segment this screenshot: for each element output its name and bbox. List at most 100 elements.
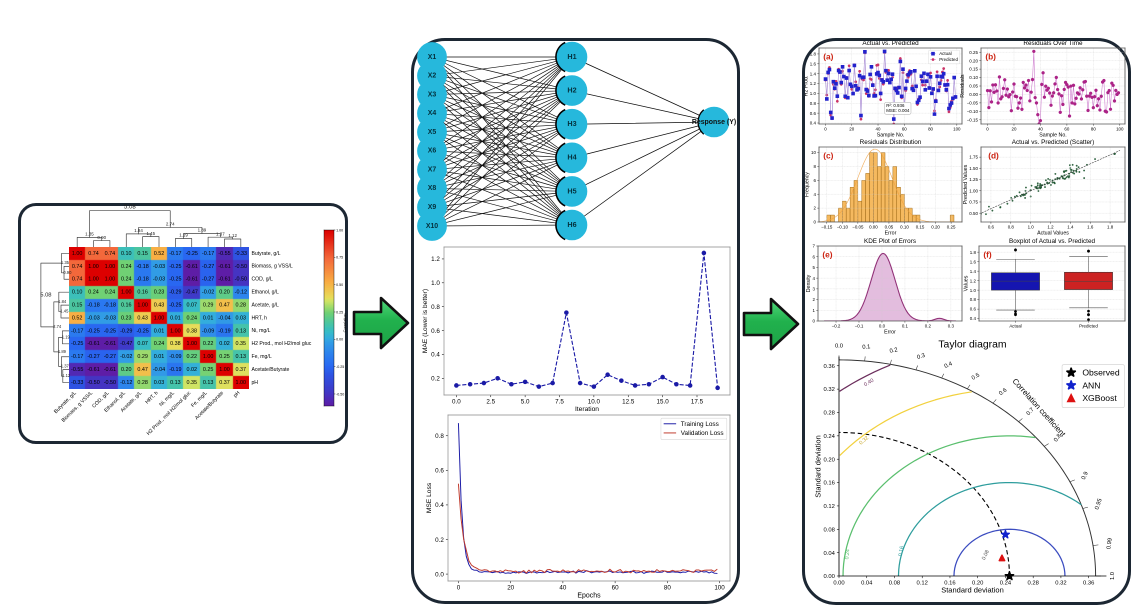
svg-text:0.4: 0.4 — [944, 361, 955, 370]
svg-text:1.75: 1.75 — [969, 155, 978, 160]
svg-text:0.36: 0.36 — [1083, 580, 1094, 586]
svg-text:0.37: 0.37 — [219, 380, 230, 386]
svg-text:0.07: 0.07 — [137, 341, 148, 347]
svg-text:1.35: 1.35 — [61, 260, 70, 265]
svg-text:0.20: 0.20 — [931, 224, 940, 229]
svg-text:0.6: 0.6 — [810, 111, 817, 116]
svg-text:Predicted: Predicted — [939, 57, 958, 62]
svg-text:HRT, h: HRT, h — [251, 315, 267, 321]
svg-text:0.9: 0.9 — [1081, 471, 1090, 481]
svg-text:X7: X7 — [428, 166, 437, 173]
svg-text:2.5: 2.5 — [486, 399, 495, 406]
svg-text:ANN: ANN — [1082, 380, 1100, 390]
svg-text:0.10: 0.10 — [72, 290, 83, 296]
svg-text:4: 4 — [813, 192, 816, 197]
svg-text:-0.27: -0.27 — [87, 354, 99, 360]
svg-text:1.2: 1.2 — [431, 256, 440, 263]
svg-text:-0.50: -0.50 — [235, 264, 247, 270]
svg-text:0.01: 0.01 — [154, 328, 165, 334]
svg-text:0.10: 0.10 — [121, 251, 132, 257]
svg-text:H1: H1 — [567, 52, 576, 61]
svg-text:6: 6 — [812, 254, 815, 259]
svg-text:-0.18: -0.18 — [136, 277, 148, 283]
svg-text:Ni, mg/L: Ni, mg/L — [251, 328, 270, 334]
svg-text:12.5: 12.5 — [622, 399, 635, 406]
svg-text:X3: X3 — [428, 91, 437, 98]
svg-text:10.0: 10.0 — [588, 399, 601, 406]
svg-text:40: 40 — [1038, 126, 1043, 131]
svg-text:0.2: 0.2 — [435, 537, 444, 544]
svg-text:0.12: 0.12 — [823, 504, 834, 510]
svg-text:Actual: Actual — [939, 51, 951, 56]
svg-text:-0.61: -0.61 — [186, 264, 198, 270]
svg-text:1.00: 1.00 — [105, 264, 116, 270]
svg-text:60: 60 — [612, 585, 619, 592]
svg-text:0.00: 0.00 — [869, 224, 878, 229]
svg-text:0.0: 0.0 — [835, 343, 844, 349]
svg-text:0.4: 0.4 — [810, 121, 817, 126]
svg-text:0.99: 0.99 — [1106, 538, 1114, 550]
svg-text:1: 1 — [812, 308, 815, 313]
svg-text:0.01: 0.01 — [170, 315, 181, 321]
svg-text:1.45: 1.45 — [146, 231, 155, 236]
svg-text:0.36: 0.36 — [823, 364, 834, 370]
svg-text:1.25: 1.25 — [969, 177, 978, 182]
svg-text:0.22: 0.22 — [186, 354, 197, 360]
svg-text:H4: H4 — [567, 153, 576, 162]
svg-text:0.47: 0.47 — [219, 302, 230, 308]
svg-text:Boxplot of Actual vs. Predicte: Boxplot of Actual vs. Predicted — [1009, 238, 1096, 245]
svg-text:100: 100 — [714, 585, 725, 592]
svg-text:0.8: 0.8 — [810, 101, 817, 106]
svg-text:-0.25: -0.25 — [186, 251, 198, 257]
svg-text:X8: X8 — [428, 185, 437, 192]
svg-text:0.0: 0.0 — [879, 323, 886, 328]
svg-text:0.90: 0.90 — [63, 270, 72, 275]
svg-text:-0.17: -0.17 — [202, 251, 214, 257]
svg-text:-0.17: -0.17 — [71, 354, 83, 360]
svg-text:Acetate/Butyrate: Acetate/Butyrate — [251, 367, 289, 373]
svg-text:0.24: 0.24 — [121, 264, 132, 270]
svg-text:20: 20 — [1012, 126, 1017, 131]
svg-text:-0.33: -0.33 — [235, 251, 247, 257]
svg-text:1.00: 1.00 — [336, 228, 343, 232]
svg-text:0.3: 0.3 — [916, 353, 926, 361]
svg-text:1.4: 1.4 — [810, 71, 817, 76]
svg-text:5.08: 5.08 — [124, 204, 136, 211]
svg-text:0.24: 0.24 — [105, 290, 116, 296]
svg-text:1.8: 1.8 — [970, 250, 977, 255]
svg-text:1.8: 1.8 — [810, 52, 817, 57]
svg-text:0.75: 0.75 — [969, 200, 978, 205]
svg-text:-0.47: -0.47 — [186, 290, 198, 296]
svg-text:1.50: 1.50 — [969, 166, 978, 171]
svg-text:0.08: 0.08 — [823, 527, 834, 533]
svg-text:MAE (Lower is better): MAE (Lower is better) — [422, 289, 429, 353]
svg-text:2.74: 2.74 — [53, 324, 62, 329]
svg-text:1.00: 1.00 — [137, 302, 148, 308]
svg-text:Predicted Values: Predicted Values — [963, 164, 969, 204]
svg-text:1.00: 1.00 — [105, 277, 116, 283]
svg-text:Sample No.: Sample No. — [877, 132, 905, 138]
svg-text:Sample No.: Sample No. — [1039, 132, 1067, 138]
svg-text:0.2: 0.2 — [889, 347, 898, 355]
svg-text:0.1: 0.1 — [902, 323, 909, 328]
svg-text:100: 100 — [953, 126, 961, 131]
svg-text:0.03: 0.03 — [154, 380, 165, 386]
svg-text:0.23: 0.23 — [154, 290, 165, 296]
svg-text:0.74: 0.74 — [72, 264, 83, 270]
svg-text:0.90: 0.90 — [97, 235, 106, 240]
svg-text:0.35: 0.35 — [186, 380, 197, 386]
svg-text:-0.55: -0.55 — [71, 367, 83, 373]
svg-text:-0.17: -0.17 — [169, 251, 181, 257]
svg-text:0.25: 0.25 — [336, 310, 343, 314]
svg-text:1.6: 1.6 — [970, 259, 977, 264]
svg-text:40: 40 — [559, 585, 566, 592]
svg-text:-0.18: -0.18 — [104, 302, 116, 308]
svg-text:Biomass, g VSS/L: Biomass, g VSS/L — [61, 390, 95, 424]
svg-text:1.6: 1.6 — [1087, 224, 1094, 229]
svg-text:-0.18: -0.18 — [87, 302, 99, 308]
svg-text:3: 3 — [812, 286, 815, 291]
svg-text:0.15: 0.15 — [137, 251, 148, 257]
svg-text:0: 0 — [457, 585, 461, 592]
svg-text:1.45: 1.45 — [60, 309, 69, 314]
svg-text:0.24: 0.24 — [1000, 580, 1012, 586]
